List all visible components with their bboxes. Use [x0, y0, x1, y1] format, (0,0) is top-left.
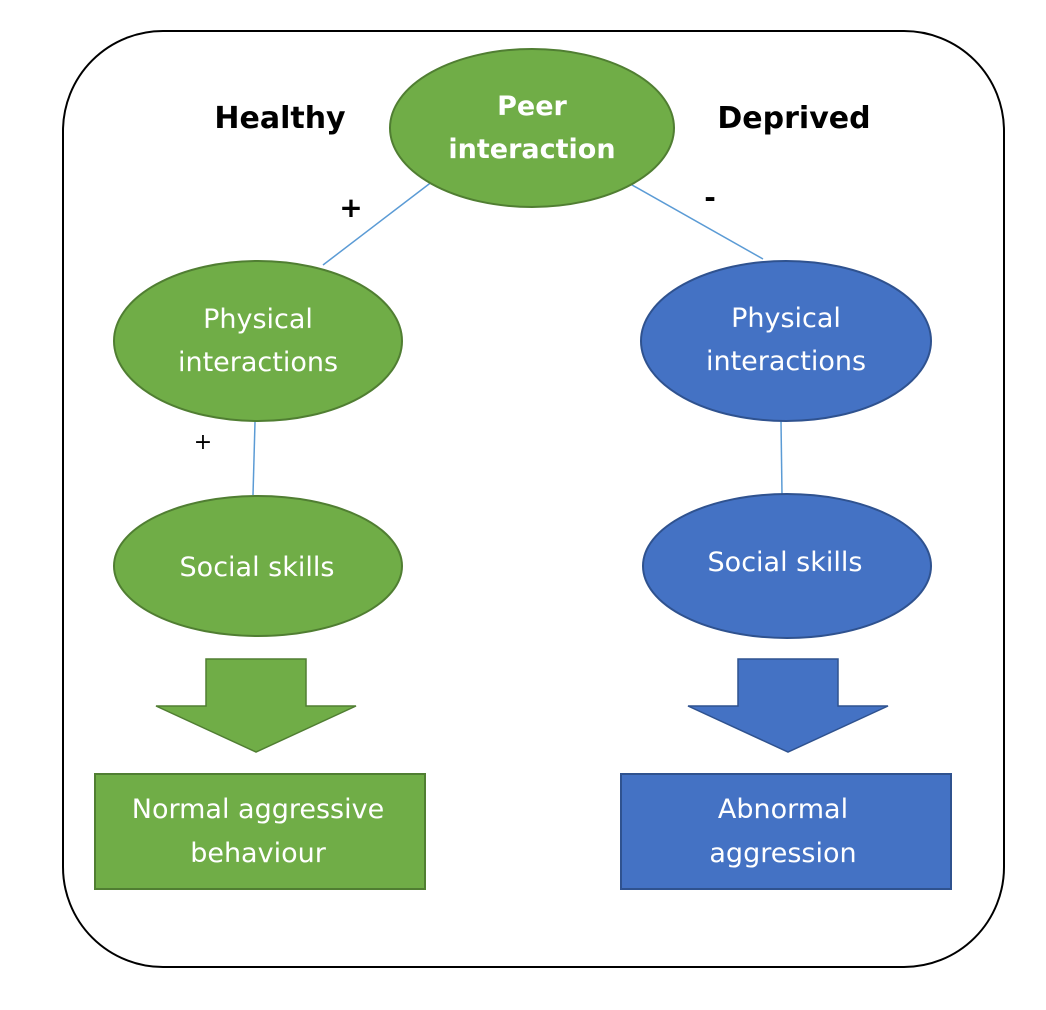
- connector-deprived-physical-to-social: [780, 420, 783, 496]
- diagram-frame: [62, 30, 1005, 968]
- node-healthy-social-line-1: Social skills: [180, 552, 335, 583]
- connector-healthy-physical-to-social: [252, 421, 256, 496]
- node-deprived-physical-line-2: interactions: [706, 346, 866, 377]
- node-healthy-outcome-line-2: behaviour: [190, 838, 327, 869]
- node-healthy-social-skills: Social skills: [113, 495, 403, 637]
- header-healthy: Healthy: [214, 101, 346, 136]
- header-deprived: Deprived: [717, 101, 870, 136]
- node-healthy-physical-line-2: interactions: [178, 347, 338, 378]
- node-healthy-outcome: Normal aggressive behaviour: [94, 773, 426, 890]
- node-peer-interaction: Peer interaction: [389, 48, 675, 208]
- node-deprived-outcome-line-1: Abnormal: [718, 794, 848, 825]
- node-deprived-outcome-line-2: aggression: [709, 838, 856, 869]
- connector-peer-to-deprived-physical: [624, 180, 764, 260]
- node-peer-interaction-line-1: Peer: [497, 91, 567, 122]
- node-healthy-physical-line-1: Physical: [203, 304, 313, 335]
- node-deprived-social-skills: Social skills: [642, 493, 932, 639]
- node-deprived-social-line-1: Social skills: [708, 547, 863, 578]
- node-healthy-physical-interactions: Physical interactions: [113, 260, 403, 422]
- arrow-down-icon-deprived: [687, 658, 889, 753]
- sign-peer-to-deprived: -: [704, 181, 716, 214]
- node-healthy-outcome-line-1: Normal aggressive: [132, 794, 384, 825]
- node-deprived-physical-interactions: Physical interactions: [640, 260, 932, 422]
- connector-peer-to-healthy-physical: [322, 180, 434, 266]
- node-deprived-physical-line-1: Physical: [731, 303, 841, 334]
- sign-peer-to-healthy: +: [339, 191, 362, 224]
- node-peer-interaction-line-2: interaction: [448, 134, 615, 165]
- sign-healthy-physical-to-social: +: [194, 430, 212, 455]
- node-deprived-outcome: Abnormal aggression: [620, 773, 952, 890]
- arrow-down-icon-healthy: [155, 658, 357, 753]
